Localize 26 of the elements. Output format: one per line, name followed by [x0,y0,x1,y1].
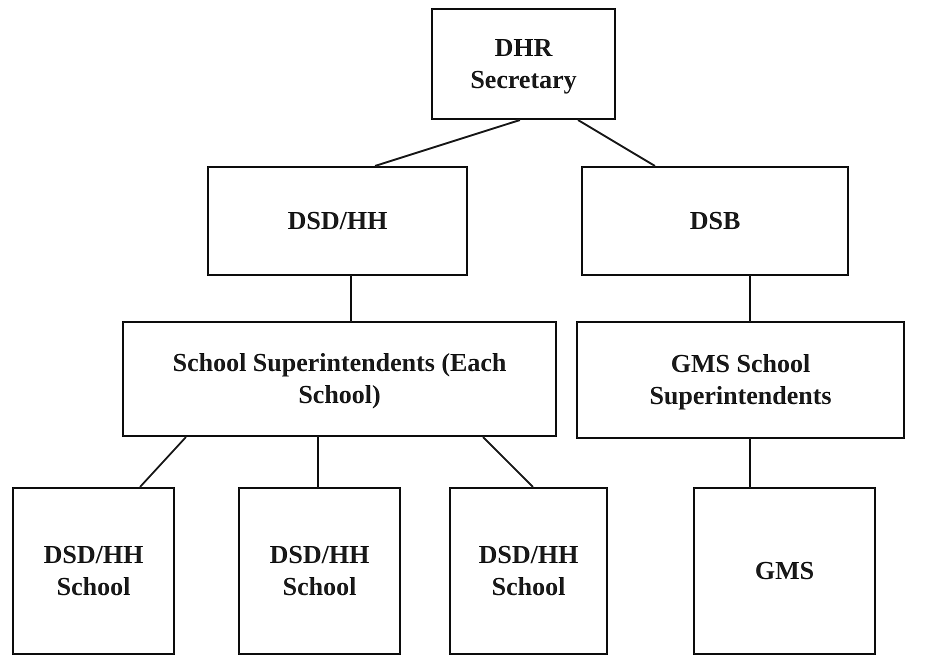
org-box [238,487,401,655]
connector-line [749,439,751,487]
box-label: DSD/HH School [42,538,144,603]
box-label: DSD/HH [286,204,388,237]
box-label: DSB [688,204,742,237]
box-label: School Superintendents (Each School) [172,346,508,411]
connector-line [317,437,319,487]
box-label: DSD/HH School [268,538,370,603]
connector-line [139,436,187,488]
connector-line [374,119,520,167]
org-box [122,321,557,437]
box-label: DSD/HH School [478,538,580,603]
org-box [207,166,468,276]
connector-line [482,436,534,488]
connector-line [577,119,656,167]
org-box [12,487,175,655]
org-box [693,487,876,655]
org-box [576,321,905,439]
org-box [431,8,616,120]
org-box [581,166,849,276]
org-box [449,487,608,655]
connector-line [749,276,751,321]
connector-line [350,276,352,321]
box-label: GMS School Superintendents [648,348,833,412]
box-label: DHR Secretary [469,32,578,96]
box-label: GMS [754,554,816,587]
